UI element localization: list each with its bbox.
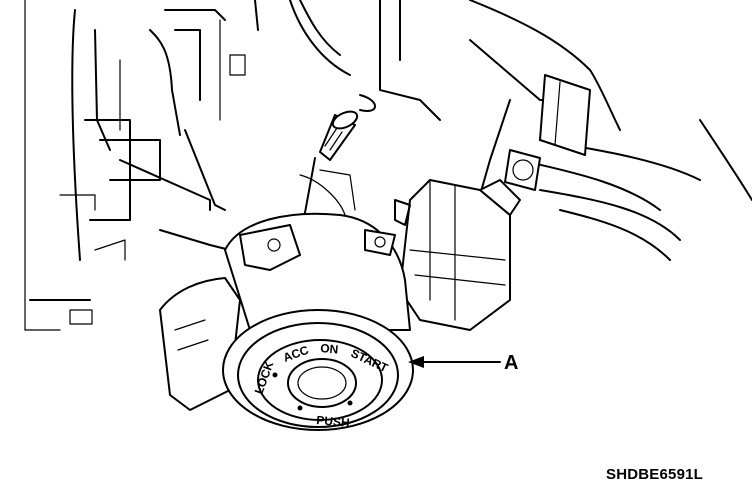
- wiring-connector: [394, 179, 521, 331]
- callout-label: A: [504, 352, 518, 374]
- figure-code: SHDBE6591L: [606, 466, 704, 483]
- sensor-housing: [504, 74, 591, 191]
- callout-a: A: [408, 352, 518, 374]
- column-bracket: [469, 0, 752, 261]
- mounting-screw: [299, 110, 359, 241]
- key-cylinder: [222, 309, 414, 431]
- switch-side-bracket: [159, 277, 241, 411]
- switch-body: [224, 169, 411, 331]
- push-label: PUSH: [316, 413, 350, 430]
- position-on-label: ON: [320, 341, 339, 357]
- dashboard-housing: [24, 0, 441, 331]
